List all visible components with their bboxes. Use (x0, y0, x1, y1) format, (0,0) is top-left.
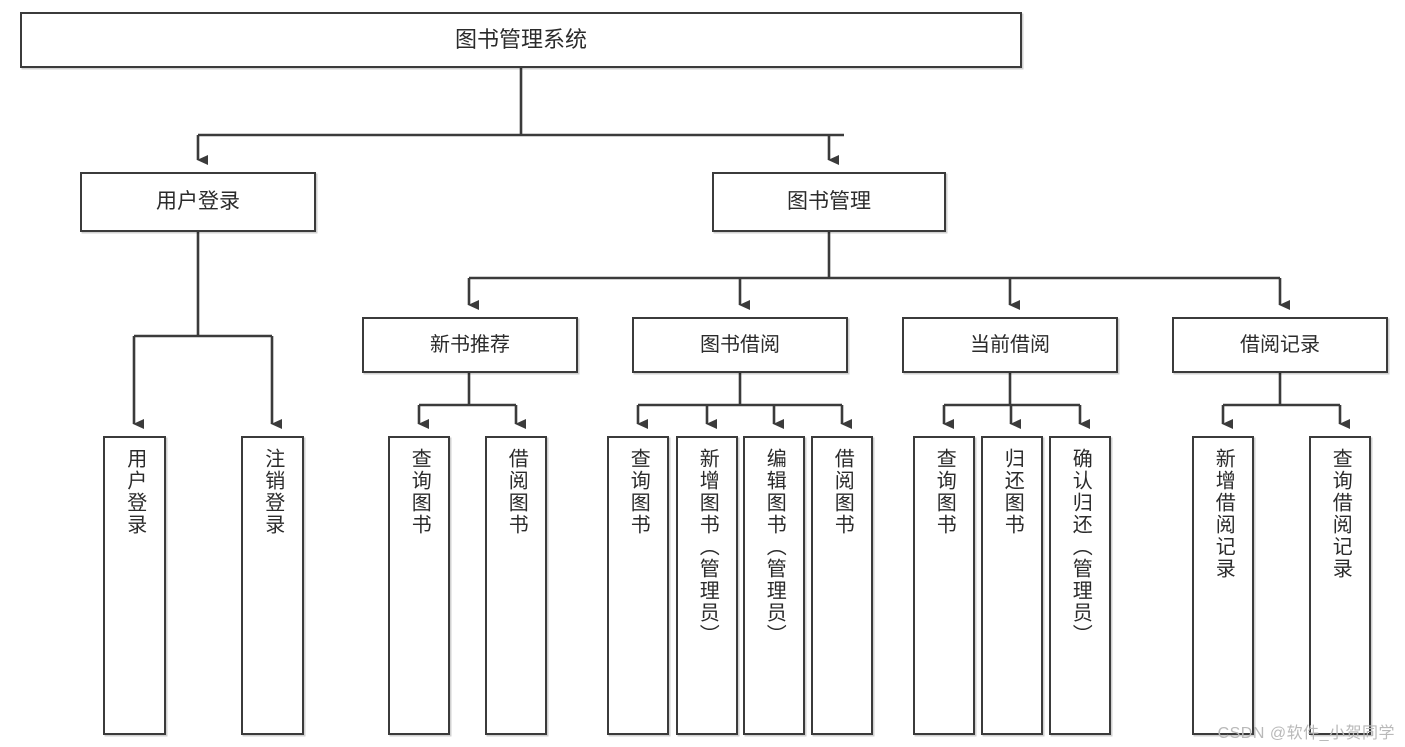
node-root-label: 图书管理系统 (454, 26, 587, 52)
node-leaf-return-book[interactable]: 归还图书 (981, 436, 1043, 735)
node-leaf-user-login[interactable]: 用户登录 (103, 436, 166, 735)
node-leaf-query-book-2-label: 查询图书 (627, 448, 650, 536)
node-user-login[interactable]: 用户登录 (80, 172, 316, 232)
node-leaf-borrow-book-1[interactable]: 借阅图书 (485, 436, 547, 735)
node-leaf-add-record-label: 新增借阅记录 (1212, 448, 1235, 580)
node-borrow-record[interactable]: 借阅记录 (1172, 317, 1388, 373)
watermark: CSDN @软件_小贺同学 (1217, 725, 1395, 742)
node-leaf-return-book-label: 归还图书 (1001, 448, 1024, 536)
node-leaf-borrow-book-2[interactable]: 借阅图书 (811, 436, 873, 735)
node-leaf-borrow-book-2-label: 借阅图书 (831, 448, 854, 536)
node-book-management-label: 图书管理 (787, 190, 871, 214)
node-leaf-query-book-3[interactable]: 查询图书 (913, 436, 975, 735)
node-leaf-logout-label: 注销登录 (261, 448, 284, 536)
node-borrow-record-label: 借阅记录 (1240, 333, 1320, 356)
node-current-borrow-label: 当前借阅 (970, 333, 1050, 356)
node-leaf-query-record[interactable]: 查询借阅记录 (1309, 436, 1371, 735)
node-leaf-edit-book-label: 编辑图书（管理员） (763, 448, 786, 646)
node-leaf-query-record-label: 查询借阅记录 (1329, 448, 1352, 580)
node-leaf-edit-book[interactable]: 编辑图书（管理员） (743, 436, 805, 735)
node-leaf-confirm-return-label: 确认归还（管理员） (1069, 448, 1092, 646)
node-current-borrow[interactable]: 当前借阅 (902, 317, 1118, 373)
node-leaf-logout[interactable]: 注销登录 (241, 436, 304, 735)
node-leaf-query-book-1[interactable]: 查询图书 (388, 436, 450, 735)
node-new-book-recommend[interactable]: 新书推荐 (362, 317, 578, 373)
node-leaf-borrow-book-1-label: 借阅图书 (505, 448, 528, 536)
node-leaf-query-book-2[interactable]: 查询图书 (607, 436, 669, 735)
node-leaf-add-record[interactable]: 新增借阅记录 (1192, 436, 1254, 735)
node-book-management[interactable]: 图书管理 (712, 172, 946, 232)
node-leaf-add-book[interactable]: 新增图书（管理员） (676, 436, 738, 735)
node-leaf-confirm-return[interactable]: 确认归还（管理员） (1049, 436, 1111, 735)
node-book-borrow[interactable]: 图书借阅 (632, 317, 848, 373)
node-leaf-query-book-1-label: 查询图书 (408, 448, 431, 536)
node-leaf-query-book-3-label: 查询图书 (933, 448, 956, 536)
node-leaf-user-login-label: 用户登录 (123, 448, 146, 536)
node-root[interactable]: 图书管理系统 (20, 12, 1022, 68)
node-user-login-label: 用户登录 (156, 190, 240, 214)
node-leaf-add-book-label: 新增图书（管理员） (696, 448, 719, 646)
node-book-borrow-label: 图书借阅 (700, 333, 780, 356)
node-new-book-recommend-label: 新书推荐 (430, 333, 510, 356)
